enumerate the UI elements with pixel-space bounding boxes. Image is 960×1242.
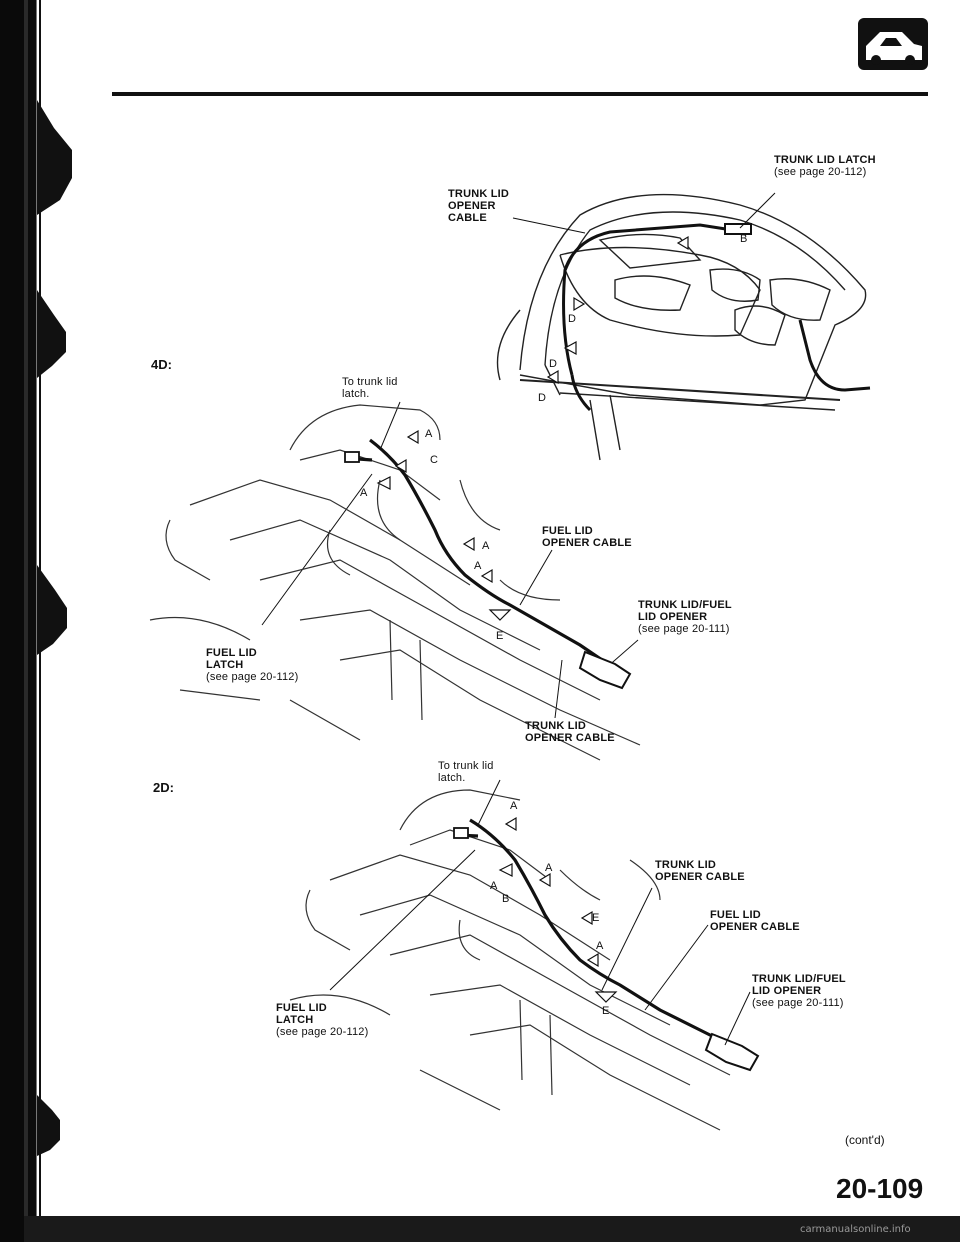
leader-lines-2d xyxy=(329,779,751,1046)
opener-handle-4d xyxy=(578,650,632,690)
fuel-lid-latch-part-2d xyxy=(453,827,469,839)
label-line: To trunk lid xyxy=(342,376,398,388)
section-label-4d: 4D: xyxy=(151,357,172,372)
car-icon xyxy=(858,18,928,70)
trunk-fuel-lid-opener-label-2d: TRUNK LID/FUEL LID OPENER (see page 20-1… xyxy=(752,973,846,1009)
clip-letter-d: D xyxy=(538,392,547,404)
footer-watermark-url: carmanualsonline.info xyxy=(800,1224,911,1235)
clip-letter-a: A xyxy=(482,540,490,552)
clip-letter-b: B xyxy=(740,233,748,245)
binder-tab-middle xyxy=(37,290,66,378)
label-line: TRUNK LID xyxy=(525,720,587,732)
label-line: TRUNK LID/FUEL xyxy=(638,599,732,611)
trunk-lid-cable-4d xyxy=(562,223,871,412)
label-ref: (see page 20-112) xyxy=(206,671,299,683)
clip-letter-d: D xyxy=(549,358,558,370)
trunk-lid-latch-ref: (see page 20-112) xyxy=(774,166,867,178)
clip-letter-a: A xyxy=(510,800,518,812)
label-line: OPENER xyxy=(448,200,496,212)
trunk-lid-latch-label: TRUNK LID LATCH (see page 20-112) xyxy=(774,154,876,178)
label-line: FUEL LID xyxy=(276,1002,327,1014)
binder-tab-bottom xyxy=(37,1095,60,1156)
clip-letter-a: A xyxy=(425,428,433,440)
fuel-and-trunk-cable-2d xyxy=(454,818,731,1047)
label-line: OPENER CABLE xyxy=(655,871,745,883)
body-floor-drawing-4d xyxy=(149,404,641,761)
trunk-lid-opener-cable-label-4d-top: TRUNK LID OPENER CABLE xyxy=(448,188,509,224)
label-line: TRUNK LID xyxy=(448,188,510,200)
clip-letter-a: A xyxy=(596,940,604,952)
fuel-lid-opener-cable-label-2d: FUEL LID OPENER CABLE xyxy=(710,909,800,933)
trunk-lid-latch-part xyxy=(724,223,752,235)
clip-letter-e: E xyxy=(496,630,504,642)
trunk-fuel-lid-opener-label-4d: TRUNK LID/FUEL LID OPENER (see page 20-1… xyxy=(638,599,732,635)
clip-letter-a: A xyxy=(545,862,553,874)
fuel-lid-latch-part-4d xyxy=(344,451,360,463)
trunk-lid-latch-title: TRUNK LID LATCH xyxy=(774,154,876,166)
header-rule xyxy=(112,92,928,96)
label-line: To trunk lid xyxy=(438,760,494,772)
fuel-and-trunk-cable-4d xyxy=(344,438,606,664)
page-number: 20-109 xyxy=(836,1173,924,1204)
label-line: LATCH xyxy=(206,659,244,671)
body-floor-drawing-2d xyxy=(289,789,731,1131)
clip-markers xyxy=(376,235,689,1003)
label-line: FUEL LID xyxy=(542,525,593,537)
clip-letter-e: E xyxy=(602,1005,610,1017)
trunk-lid-drawing-4d xyxy=(496,193,867,461)
fuel-lid-latch-label-4d: FUEL LID LATCH (see page 20-112) xyxy=(206,647,298,683)
label-line: OPENER CABLE xyxy=(542,537,632,549)
label-ref: (see page 20-111) xyxy=(638,623,730,635)
continued-label: (cont'd) xyxy=(845,1133,885,1147)
clip-letter-c: C xyxy=(430,454,439,466)
clip-letter-a: A xyxy=(474,560,482,572)
fuel-lid-opener-cable-label-4d: FUEL LID OPENER CABLE xyxy=(542,525,632,549)
label-line: TRUNK LID/FUEL xyxy=(752,973,846,985)
binder-tab-lower xyxy=(37,565,67,655)
label-ref: (see page 20-111) xyxy=(752,997,844,1009)
label-line: CABLE xyxy=(448,212,487,224)
label-line: latch. xyxy=(438,772,466,784)
clip-letter-e: E xyxy=(592,912,600,924)
label-line: FUEL LID xyxy=(710,909,761,921)
trunk-lid-opener-cable-label-2d: TRUNK LID OPENER CABLE xyxy=(655,859,745,883)
label-line: LID OPENER xyxy=(752,985,822,997)
label-line: LATCH xyxy=(276,1014,314,1026)
section-label-2d: 2D: xyxy=(153,780,174,795)
to-trunk-lid-latch-label-4d: To trunk lid latch. xyxy=(342,376,398,400)
fuel-lid-latch-label-2d: FUEL LID LATCH (see page 20-112) xyxy=(276,1002,368,1038)
opener-handle-2d xyxy=(704,1032,760,1072)
label-ref: (see page 20-112) xyxy=(276,1026,369,1038)
label-line: OPENER CABLE xyxy=(525,732,615,744)
to-trunk-lid-latch-label-2d: To trunk lid latch. xyxy=(438,760,494,784)
footer-bar xyxy=(24,1216,960,1242)
clip-letter-b: B xyxy=(502,893,510,905)
clip-letter-a: A xyxy=(490,880,498,892)
clip-letter-d: D xyxy=(568,313,577,325)
clip-letter-a: A xyxy=(360,487,368,499)
binder-margin xyxy=(0,0,41,1242)
label-line: FUEL LID xyxy=(206,647,257,659)
label-line: OPENER CABLE xyxy=(710,921,800,933)
label-line: LID OPENER xyxy=(638,611,708,623)
label-line: latch. xyxy=(342,388,370,400)
binder-tab-upper xyxy=(37,100,72,215)
trunk-lid-opener-cable-label-4d-bottom: TRUNK LID OPENER CABLE xyxy=(525,720,615,744)
label-line: TRUNK LID xyxy=(655,859,717,871)
